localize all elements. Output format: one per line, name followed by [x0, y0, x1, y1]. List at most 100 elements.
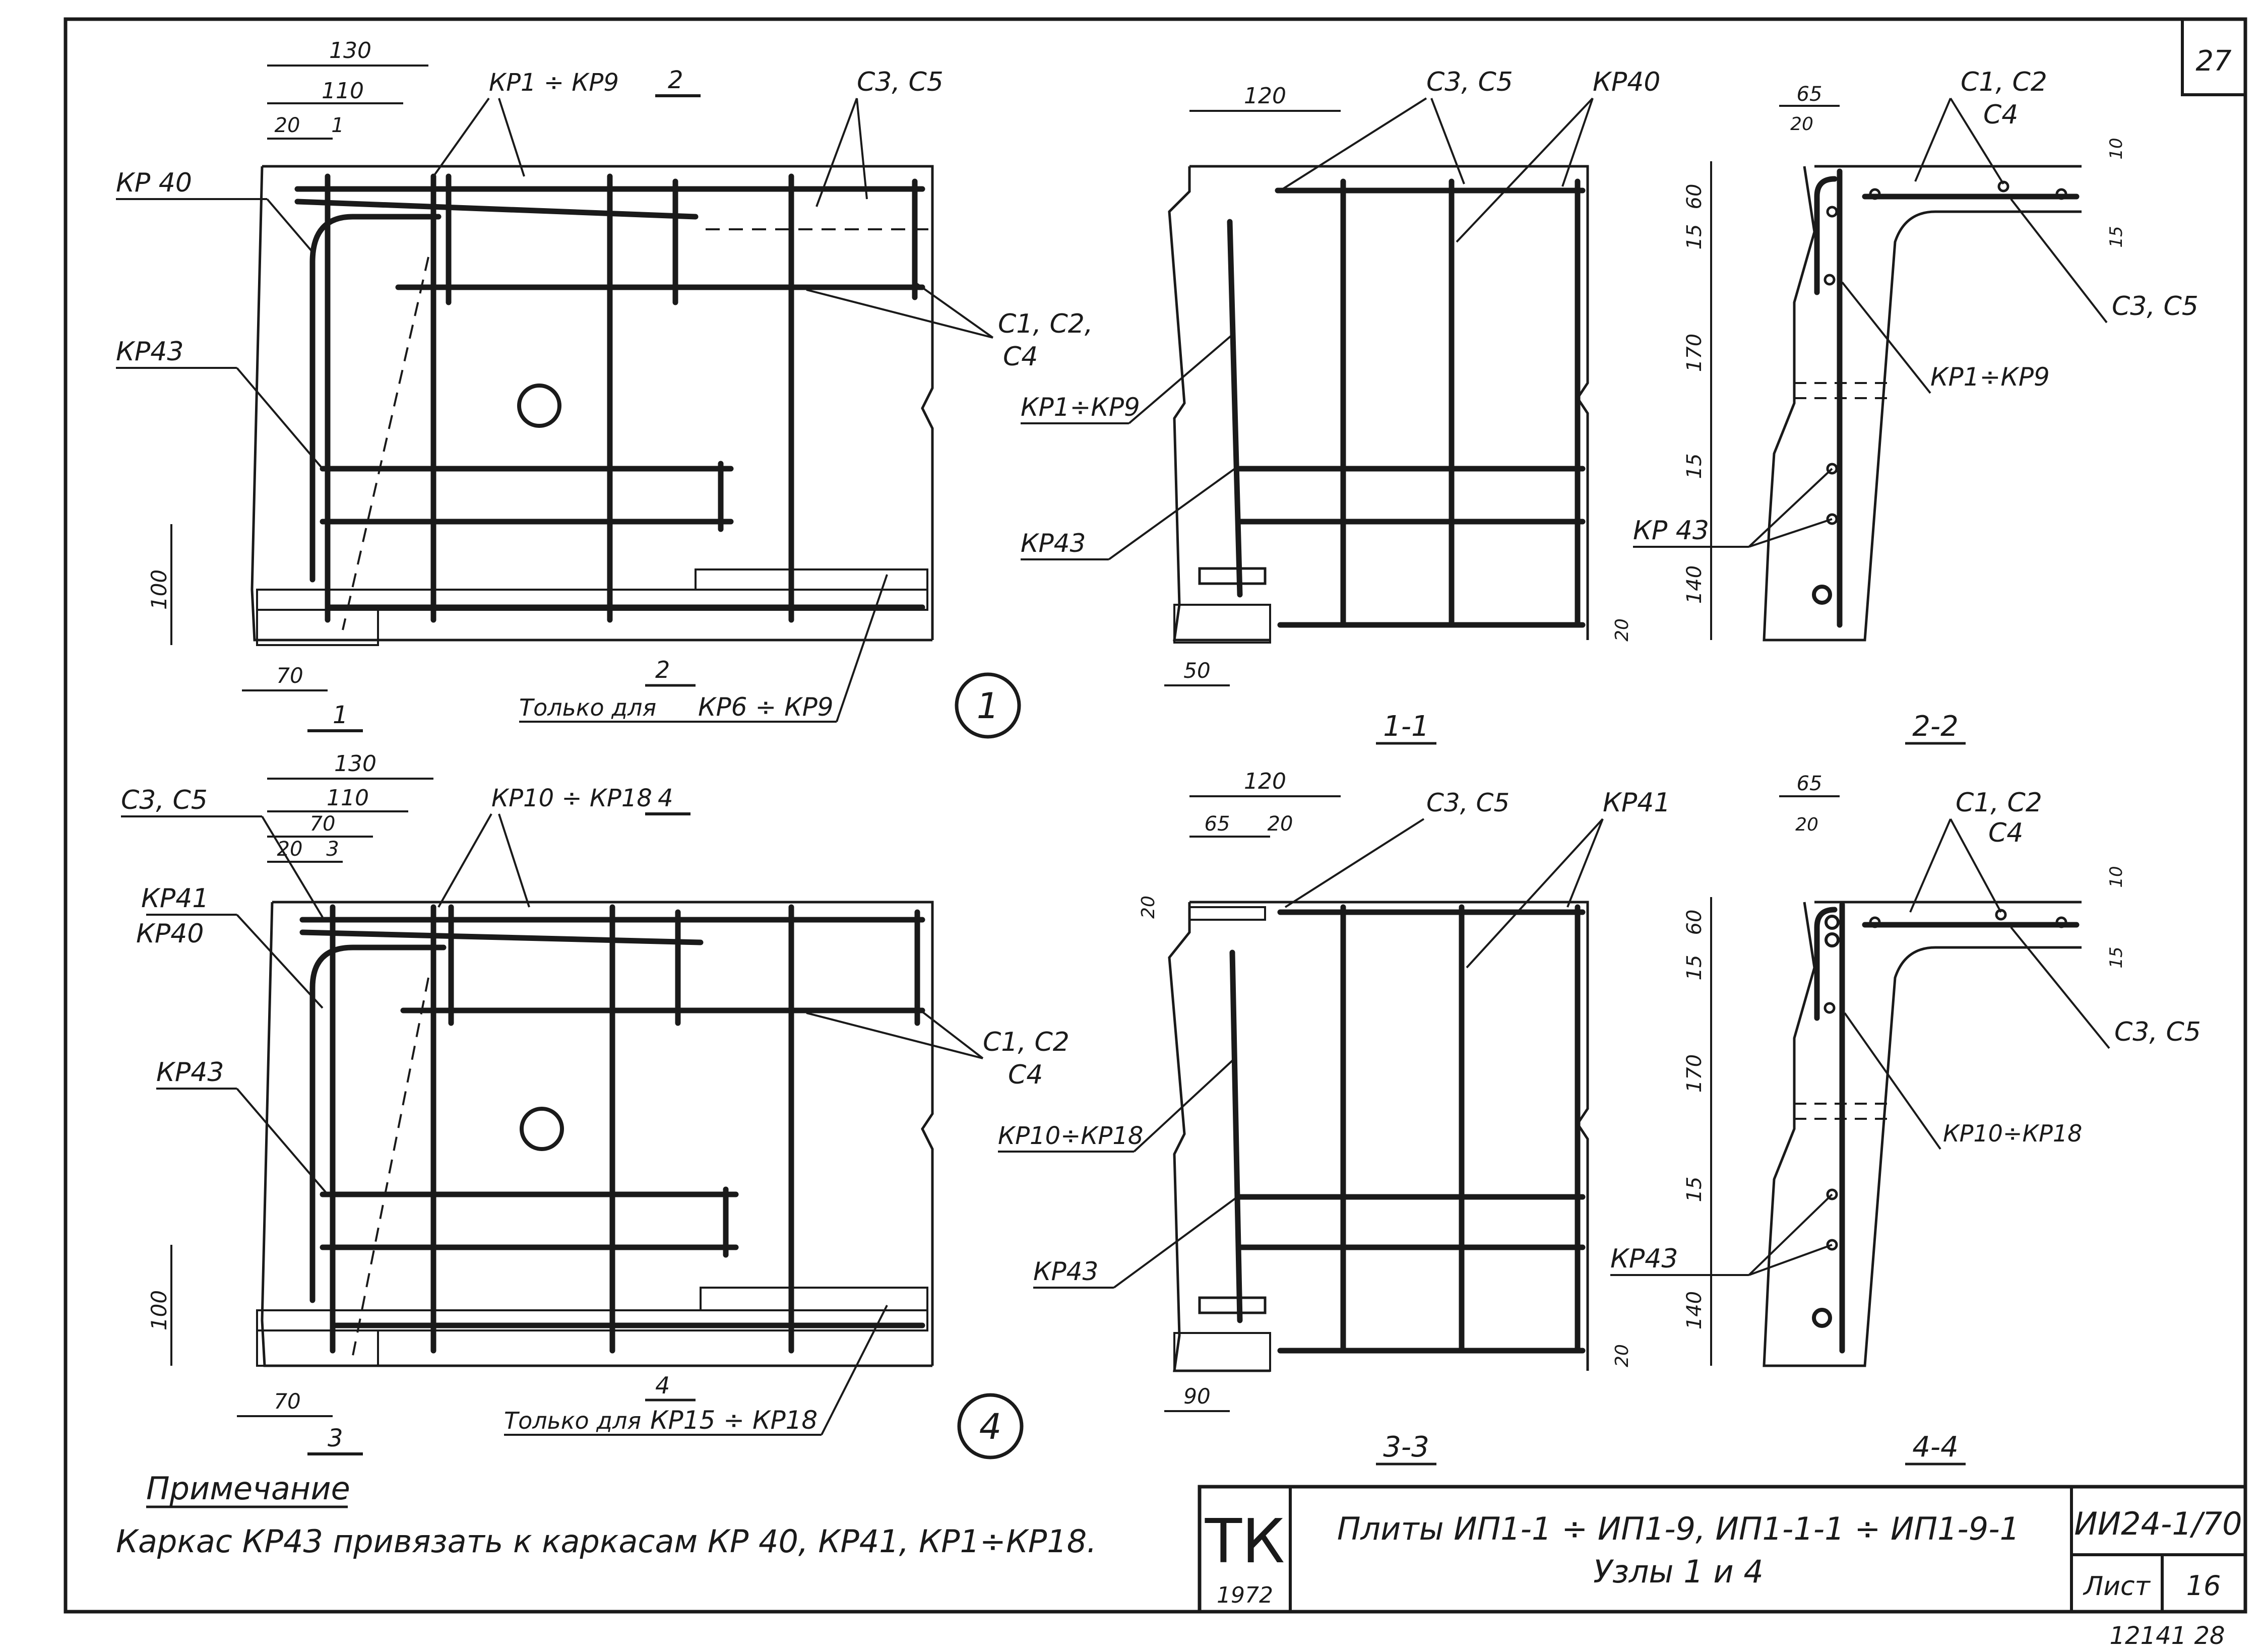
node1-dim-130: 130	[329, 38, 371, 63]
node4-label-top: КР10 ÷ КР18	[491, 784, 652, 812]
node4-leader-right-2	[806, 1012, 983, 1059]
s22-dim-65: 65	[1797, 83, 1822, 106]
node1-label-left-mid: КР43	[116, 337, 183, 367]
note-heading: Примечание	[146, 1470, 350, 1507]
sheet-number-box	[2181, 18, 2247, 96]
s44-hook	[1814, 907, 1838, 1021]
section-3-3-view: 120 65 20 20 90 20 С3, С5 КР41 КР10÷КР18…	[998, 769, 1670, 1466]
s22-dim-170: 170	[1683, 334, 1706, 372]
s22-dot-3	[2055, 188, 2067, 200]
s44-dot-9	[1812, 1308, 1832, 1328]
node1-leader-right	[914, 281, 994, 339]
node4-kr40-bent	[309, 944, 447, 1303]
node4-leader-left-low-2	[236, 1088, 329, 1195]
node4-label-right-b: С4	[1008, 1060, 1043, 1090]
node4-leader-top	[437, 813, 492, 908]
node4-ledge	[700, 1287, 928, 1311]
s44-leader-ab	[1909, 818, 1952, 913]
s11-leader-d2	[1108, 468, 1236, 560]
s22-dim-10: 10	[2106, 138, 2126, 159]
s33-leader-a	[1284, 818, 1425, 908]
node4-bearing-strip	[256, 1309, 928, 1331]
node1-top-bar-2	[294, 199, 699, 220]
s22-label-d: КР1÷КР9	[1930, 362, 2050, 392]
node1-label-top-right: С3, С5	[857, 67, 944, 97]
s33-top-hatch	[1188, 906, 1266, 921]
node1-ledge	[695, 568, 928, 591]
node1-slab-left-edge	[250, 166, 932, 642]
node1-label-left-top: КР 40	[116, 168, 192, 198]
node1-section-mark-top: 2	[668, 66, 683, 94]
node4-opening	[520, 1107, 564, 1151]
node4-label-left-top: С3, С5	[121, 785, 208, 815]
node4-leader-left-mid-2	[236, 914, 324, 1009]
s22-leader-ab2	[1950, 97, 2004, 185]
node4-top-bar-2	[299, 929, 704, 945]
node1-note-leader	[836, 574, 888, 722]
section-1-1-view: 120 50 20 С3, С5 КР40 КР1÷КР9 КР43 1-1	[1021, 67, 1660, 745]
node-4-view: 130 110 70 20 3 100 70 4 3 КР10 ÷ КР18 С…	[121, 751, 1070, 1459]
s22-leader-c	[2010, 198, 2108, 324]
node1-leader-top-right	[815, 98, 858, 207]
title-block-frame	[1198, 1485, 2247, 1614]
s22-label-c: С3, С5	[2112, 291, 2198, 322]
node1-dim-110: 110	[322, 78, 364, 104]
node4-leader-top-2	[498, 813, 530, 908]
s22-dot-8	[1812, 585, 1832, 605]
s44-title: 4-4	[1912, 1431, 1958, 1464]
node1-label-top: КР1 ÷ КР9	[489, 69, 619, 97]
s44-label-e: КР43	[1610, 1244, 1678, 1274]
s22-dot-7	[1826, 513, 1838, 525]
node1-leader-left-top-2	[266, 198, 313, 253]
node1-label-right-a: С1, С2,	[998, 309, 1093, 339]
s11-dim-120: 120	[1244, 83, 1286, 109]
s33-title: 3-3	[1383, 1431, 1429, 1464]
s33-leader-d2	[1113, 1196, 1238, 1289]
node4-label-left-low: КР43	[156, 1057, 224, 1088]
node4-section-mark-left: 3	[328, 1424, 343, 1452]
node4-dim-110: 110	[327, 785, 369, 811]
s33-label-a: С3, С5	[1426, 788, 1510, 817]
node4-marker: 4	[979, 1406, 1002, 1447]
s44-dot-8	[1826, 1239, 1838, 1251]
s33-dim-20b: 20	[1138, 896, 1159, 919]
s33-support-hatch	[1173, 1332, 1271, 1372]
node4-marker-circle	[957, 1393, 1024, 1459]
s44-dim-170: 170	[1683, 1054, 1706, 1093]
title-block: ТК 1972 Плиты ИП1-1 ÷ ИП1-9, ИП1-1-1 ÷ И…	[1198, 1485, 2247, 1614]
s33-outline	[1189, 901, 1589, 1371]
s22-title: 2-2	[1912, 710, 1958, 743]
node1-dim-1: 1	[331, 114, 344, 137]
s22-dot-4	[1826, 206, 1838, 218]
s44-dim-15b: 15	[1683, 1177, 1706, 1202]
node1-note-mark: 2	[655, 656, 670, 683]
s33-label-c: КР10÷КР18	[998, 1122, 1143, 1150]
s44-dim-20: 20	[1795, 814, 1818, 835]
s44-leader-e3	[1748, 1244, 1833, 1276]
s44-label-a: С1, С2	[1956, 788, 2042, 818]
s11-leader-b	[1561, 98, 1594, 187]
s44-leader-d	[1844, 1012, 1941, 1150]
node4-dim-100: 100	[147, 1290, 171, 1330]
node1-opening	[517, 384, 561, 428]
general-note: Примечание Каркас КР43 привязать к карка…	[116, 1470, 1097, 1560]
s22-leader-e3	[1748, 518, 1833, 548]
s33-label-b: КР41	[1603, 788, 1670, 818]
s22-dim-15c: 15	[2106, 226, 2126, 247]
node4-dim-3: 3	[326, 838, 339, 861]
s44-dot-1	[1869, 916, 1881, 928]
s22-hook	[1814, 176, 1838, 295]
title-series: ИИ24-1/70	[2074, 1505, 2242, 1542]
s22-leader-ab	[1914, 98, 1952, 182]
s22-dot-5	[1824, 274, 1836, 286]
node4-dim-130: 130	[334, 751, 376, 777]
s11-leader-c2	[1128, 332, 1236, 424]
node1-dim-70: 70	[276, 663, 303, 688]
node1-note-range: КР6 ÷ КР9	[698, 692, 834, 722]
s33-leader-b	[1566, 818, 1604, 908]
sheet-number: 27	[2195, 45, 2232, 78]
node1-leader-left-mid-2	[236, 367, 324, 470]
node4-label-left-mid-a: КР41	[141, 883, 209, 914]
s11-leader-b2	[1456, 97, 1594, 243]
